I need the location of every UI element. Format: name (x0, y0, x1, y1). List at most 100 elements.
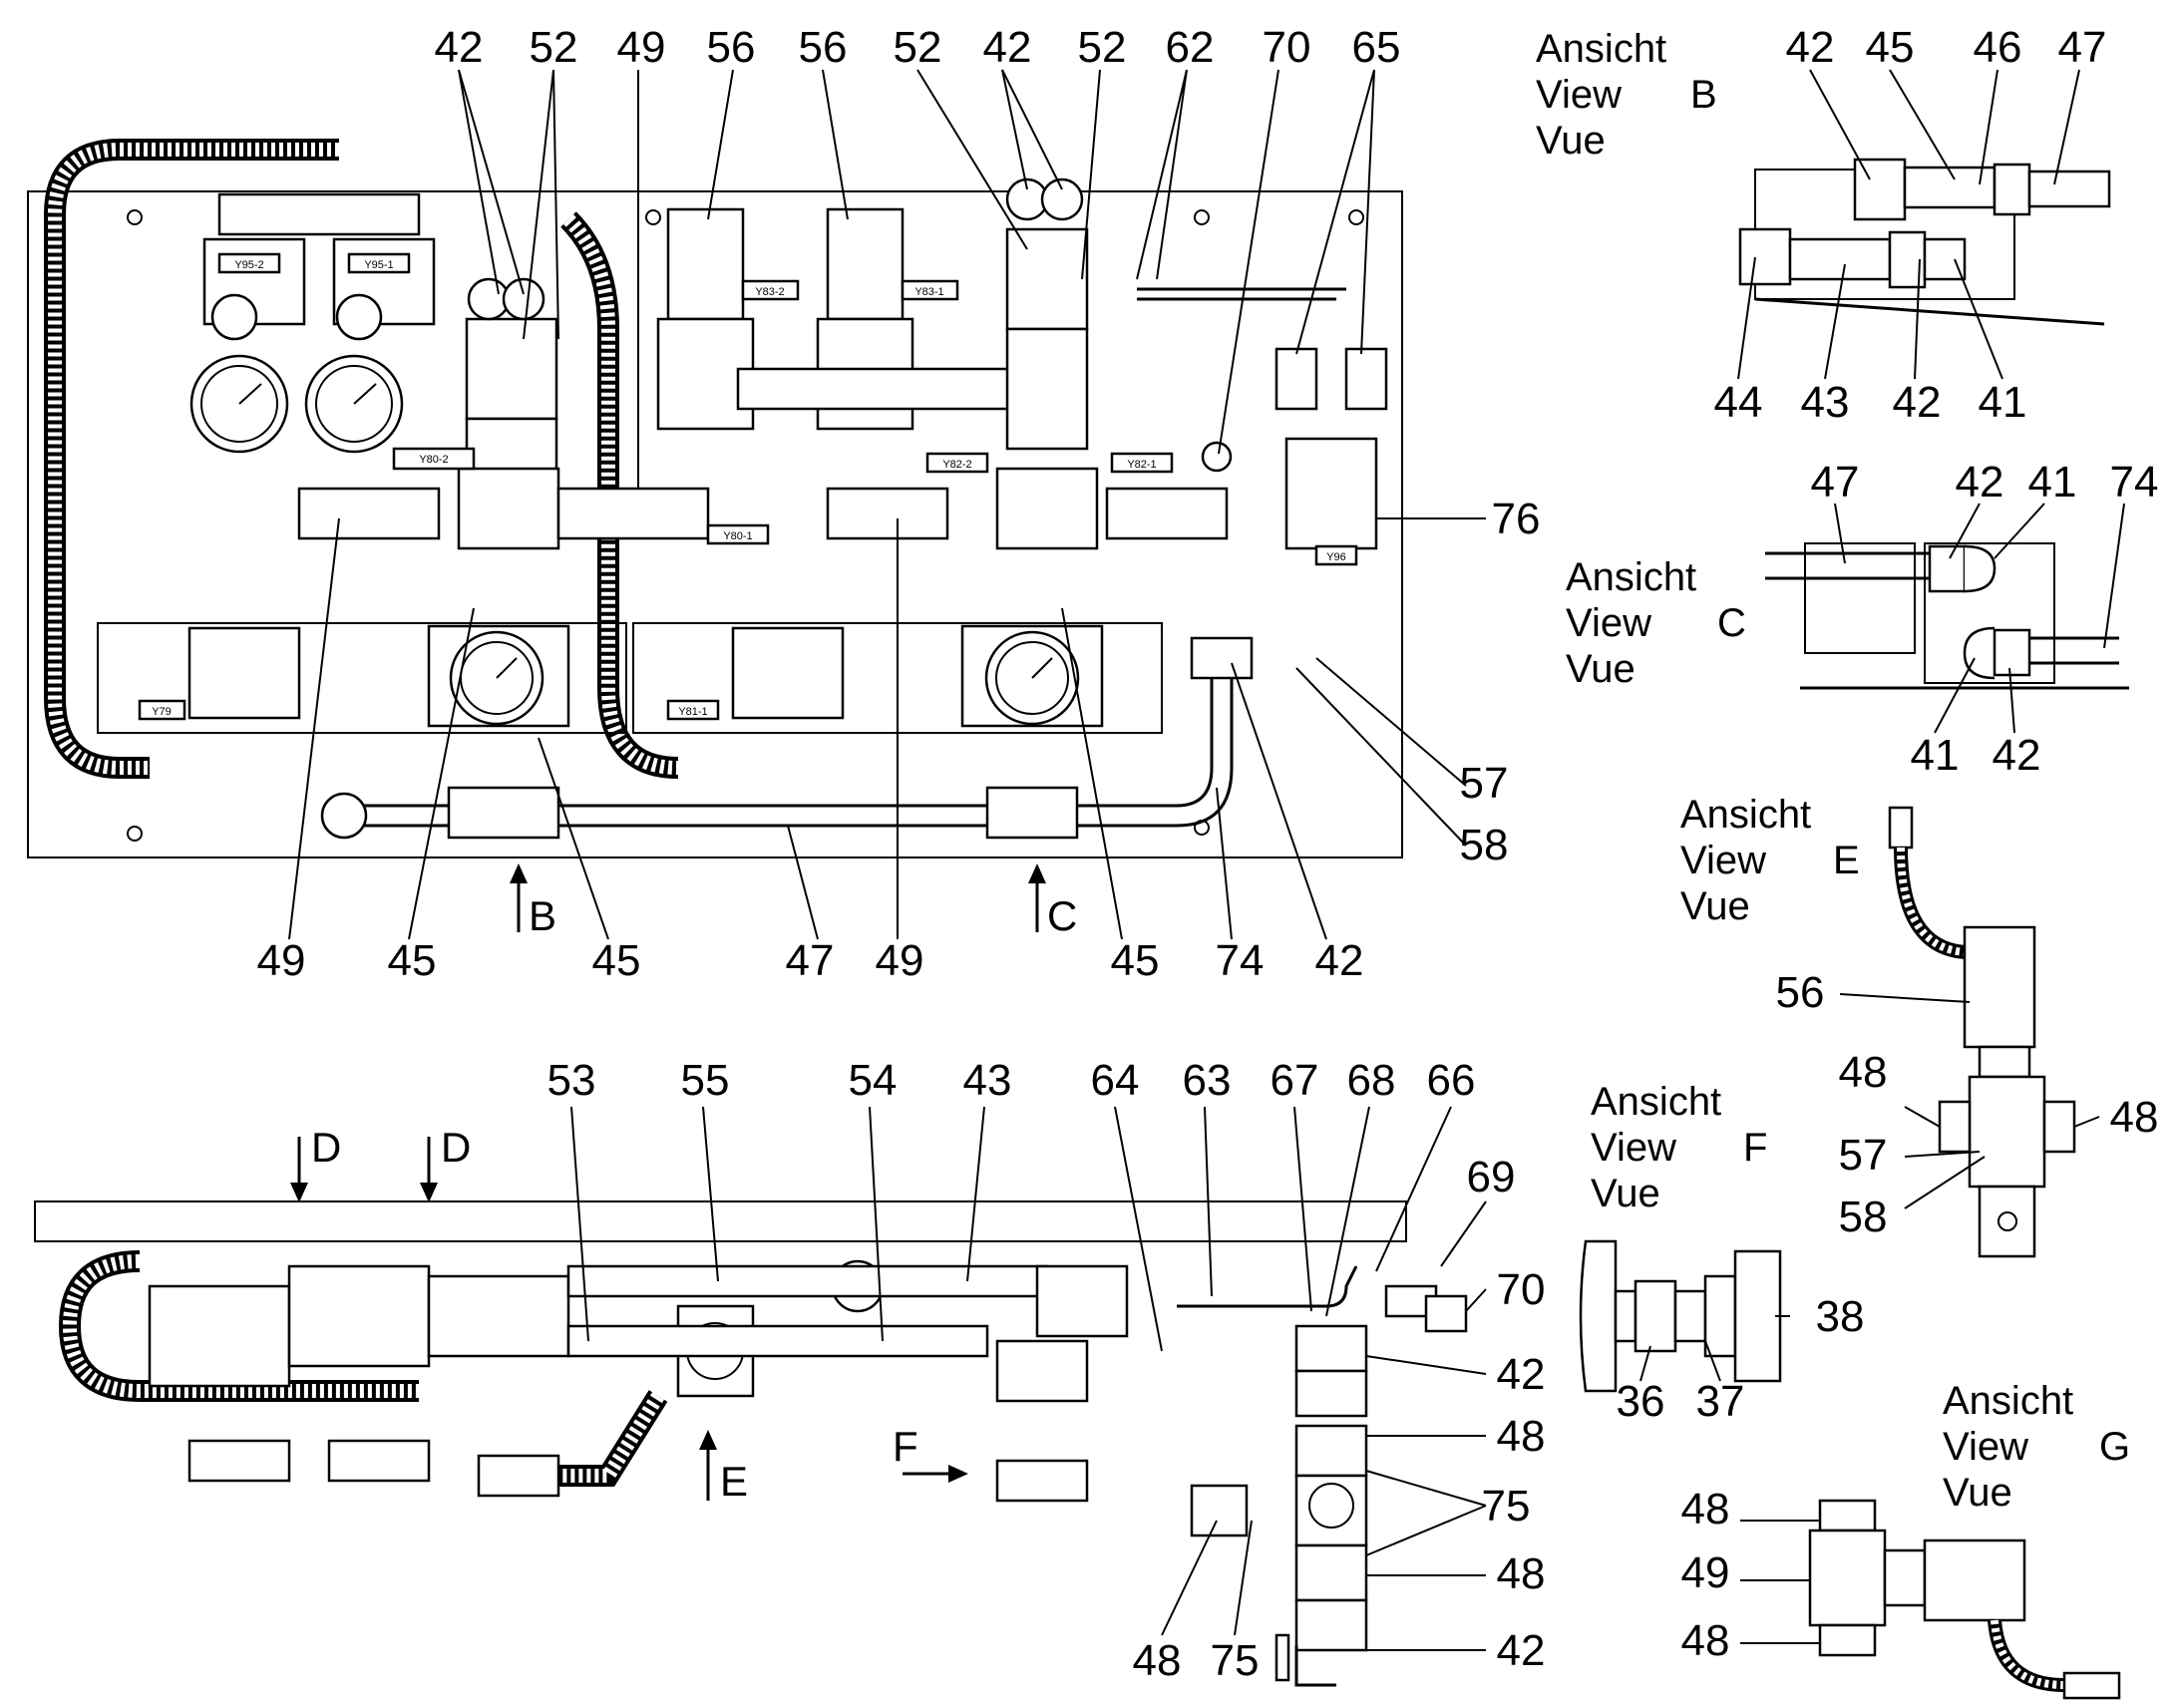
callout-number: 65 (1352, 23, 1401, 72)
callout-number: 76 (1492, 495, 1541, 543)
view-e: Ansicht View Vue E 56 48 48 57 58 (1680, 793, 2159, 1258)
view-label: Ansicht (1566, 555, 1696, 599)
callout-number: 58 (1460, 821, 1509, 869)
callout-number: 48 (1839, 1048, 1888, 1097)
leaders-view-e (1839, 993, 2100, 1209)
callout-number: 49 (1681, 1548, 1730, 1597)
view-label: Ansicht (1536, 27, 1666, 71)
callout-number: 45 (1111, 936, 1160, 985)
leaders-front (288, 69, 1486, 940)
callout-number: 44 (1714, 378, 1763, 427)
callout-number: 45 (592, 936, 641, 985)
callout-number: 49 (617, 23, 666, 72)
callout-number: 42 (435, 23, 484, 72)
tag-y82-2: Y82-2 (942, 459, 971, 471)
callout-number: 53 (547, 1056, 596, 1105)
solenoid-56-view-e (1963, 925, 2036, 1049)
callout-number: 49 (257, 936, 306, 985)
tag-y80-1: Y80-1 (723, 530, 752, 542)
valve-76 (1284, 437, 1378, 550)
leaders-view-g (1740, 1520, 1820, 1644)
return-line-47 (320, 636, 1254, 840)
callout-number: 56 (799, 23, 848, 72)
callout-number: 52 (894, 23, 942, 72)
view-label: View (1566, 601, 1651, 645)
callout-number: 48 (1497, 1549, 1546, 1598)
callout-number: 42 (983, 23, 1032, 72)
view-label: E (1833, 839, 1860, 882)
callout-number: 63 (1183, 1056, 1232, 1105)
callout-number: 56 (1776, 968, 1825, 1017)
callout-number: 74 (1216, 936, 1265, 985)
callout-number: 68 (1347, 1056, 1396, 1105)
view-label: Vue (1680, 884, 1750, 928)
callout-number: 67 (1271, 1056, 1319, 1105)
view-g: Ansicht View Vue G 48 49 48 (1681, 1379, 2130, 1700)
svg-text:B: B (529, 892, 556, 939)
callout-number: 69 (1467, 1153, 1516, 1201)
callouts-side-top: 53 55 54 43 64 63 67 68 66 69 70 (547, 1056, 1546, 1314)
view-arrow-d2: D (420, 1124, 471, 1202)
callout-number: 55 (681, 1056, 730, 1105)
callout-number: 54 (849, 1056, 898, 1105)
callout-number: 66 (1427, 1056, 1476, 1105)
view-label: Vue (1566, 647, 1635, 691)
callout-number: 52 (1078, 23, 1127, 72)
callout-number: 49 (876, 936, 924, 985)
tag-y95-2: Y95-2 (234, 259, 263, 271)
svg-text:D: D (311, 1124, 341, 1171)
solenoid-56-right (826, 207, 905, 321)
callout-number: 42 (1893, 378, 1942, 427)
callout-number: 48 (1681, 1616, 1730, 1665)
view-label: Vue (1536, 119, 1606, 163)
callout-number: 42 (1497, 1626, 1546, 1675)
callout-number: 56 (707, 23, 756, 72)
view-label: Vue (1591, 1172, 1660, 1215)
callout-number: 48 (2110, 1093, 2159, 1142)
leaders-side (570, 1106, 1487, 1651)
callout-number: 52 (530, 23, 578, 72)
callout-number: 42 (1993, 731, 2041, 780)
svg-text:F: F (893, 1423, 918, 1470)
callout-number: 48 (1133, 1636, 1182, 1685)
callout-number: 37 (1696, 1377, 1745, 1426)
callout-number: 57 (1839, 1131, 1888, 1180)
view-label: Ansicht (1680, 793, 1811, 837)
mounting-plate (27, 190, 1403, 858)
middle-manifold: Y80-2 Y80-1 Y82-2 Y82-1 (297, 447, 1229, 550)
callout-number: 47 (1811, 458, 1860, 507)
lower-subplates: Y79 Y81-1 (97, 622, 1163, 734)
callout-number: 46 (1974, 23, 2022, 72)
callout-number: 45 (388, 936, 437, 985)
view-label: View (1680, 839, 1766, 882)
solenoid-56-left (666, 207, 745, 321)
callout-number: 38 (1816, 1292, 1865, 1341)
view-label: B (1690, 73, 1717, 117)
callout-number: 41 (2028, 458, 2077, 507)
callouts-side-bottom: 48 75 (1133, 1636, 1260, 1685)
callout-number: 64 (1091, 1056, 1140, 1105)
view-f: Ansicht View Vue F 38 36 37 (1579, 1080, 1865, 1426)
callout-number: 43 (1801, 378, 1850, 427)
callout-number: 43 (963, 1056, 1012, 1105)
view-label: G (2099, 1425, 2130, 1469)
callout-number: 45 (1866, 23, 1915, 72)
leaders-view-c (1834, 503, 2125, 734)
tag-y81-1: Y81-1 (678, 706, 707, 718)
tag-y79: Y79 (152, 706, 172, 718)
upper-valves: Y83-2 Y83-1 Y96 (465, 177, 1388, 566)
callouts-top: 42 52 49 56 56 52 42 52 62 70 65 (435, 23, 1401, 72)
callout-number: 41 (1979, 378, 2027, 427)
svg-text:E: E (720, 1458, 748, 1505)
callout-number: 70 (1497, 1265, 1546, 1314)
view-label: View (1943, 1425, 2028, 1469)
callout-number: 47 (2058, 23, 2107, 72)
front-view: Y95-2 Y95-1 Y83-2 Y83-1 (27, 23, 1541, 985)
view-arrow-c: C (1028, 863, 1077, 939)
callout-number: 42 (1956, 458, 2004, 507)
tag-y83-1: Y83-1 (914, 286, 943, 298)
callouts-side-right: 42 48 75 48 42 (1482, 1350, 1546, 1675)
pressure-regulators: Y95-2 Y95-1 (189, 192, 436, 454)
callout-number: 42 (1315, 936, 1364, 985)
